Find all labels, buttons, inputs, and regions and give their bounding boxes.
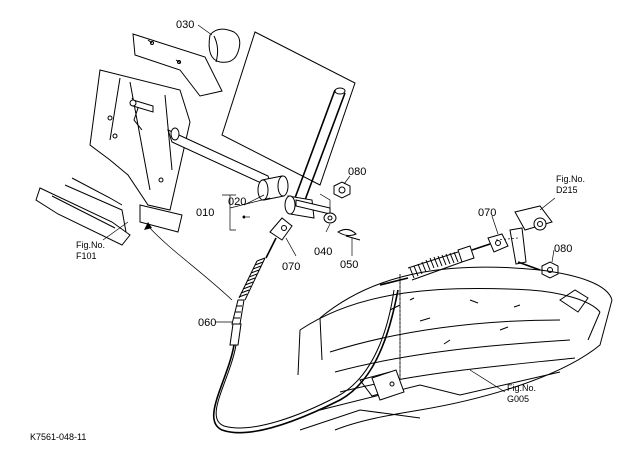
figref-g005-line1: Fig.No. xyxy=(507,383,536,393)
label-080-right: 080 xyxy=(554,243,572,255)
label-070-right: 070 xyxy=(478,207,496,219)
governor-lever xyxy=(509,205,559,279)
label-070-left: 070 xyxy=(282,261,300,273)
bushing-cluster xyxy=(257,175,361,241)
figref-f101-line2: F101 xyxy=(76,251,97,261)
figref-f101-line1: Fig.No. xyxy=(76,240,105,250)
label-030: 030 xyxy=(176,19,194,31)
diagram-code: K7561-048-11 xyxy=(30,432,86,442)
pedal-bracket xyxy=(35,28,273,246)
marker-dot xyxy=(242,215,246,219)
pedal-plate-outline xyxy=(221,31,356,201)
throttle-cable xyxy=(144,217,509,434)
label-010: 010 xyxy=(196,207,214,219)
label-060: 060 xyxy=(198,317,216,329)
label-040: 040 xyxy=(314,246,332,258)
label-020: 020 xyxy=(228,196,246,208)
chassis-frame xyxy=(297,266,613,431)
figref-d215-line1: Fig.No. xyxy=(556,174,585,184)
figref-d215-line2: D215 xyxy=(556,185,578,195)
leader-lines xyxy=(102,24,556,393)
figref-g005-line2: G005 xyxy=(507,394,529,404)
label-080-left: 080 xyxy=(348,166,366,178)
label-050: 050 xyxy=(340,259,358,271)
